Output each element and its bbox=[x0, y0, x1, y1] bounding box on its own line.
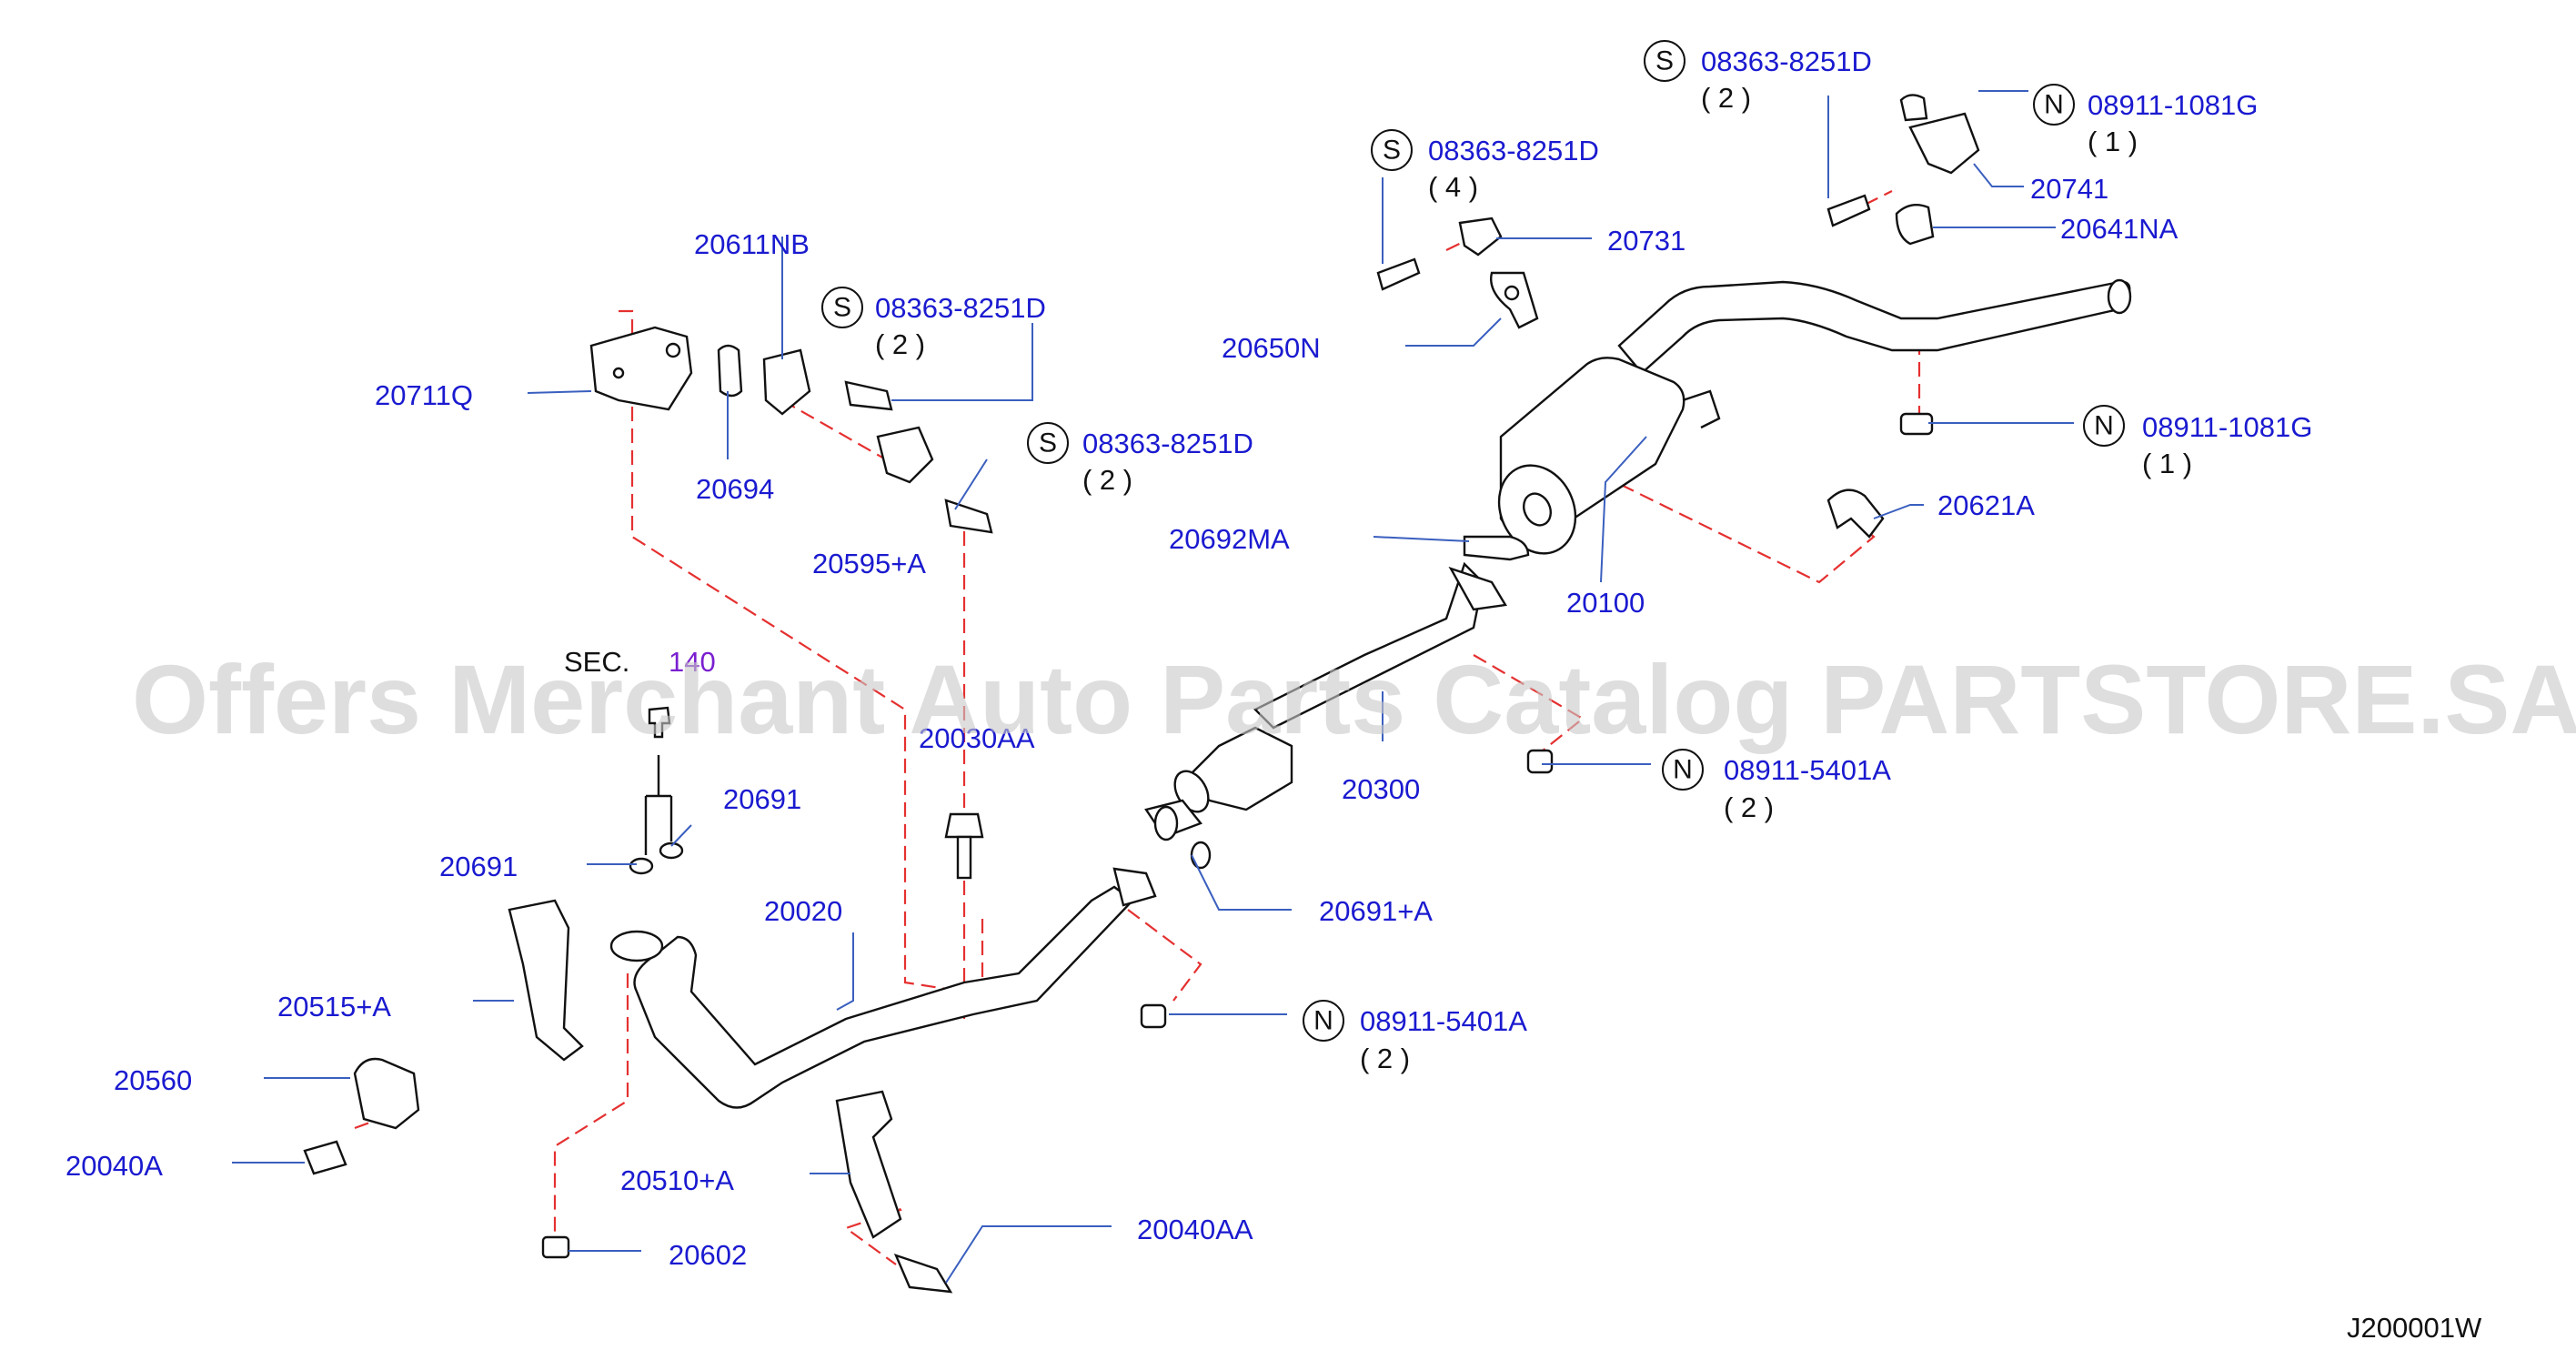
nut-20020-drawing bbox=[1140, 1003, 1167, 1029]
label-20621a: 20621A bbox=[1937, 489, 2035, 521]
front-pipe-drawing bbox=[633, 885, 1134, 1109]
callout-c6-qty: ( 1 ) bbox=[2142, 448, 2192, 479]
gasket-20694-drawing bbox=[717, 344, 743, 398]
callout-codes: 08363-8251D ( 2 ) 08911-1081G ( 1 ) 0836… bbox=[875, 45, 2312, 1074]
callout-c8-qty: ( 2 ) bbox=[1360, 1043, 1410, 1074]
sec-140-arrow bbox=[648, 706, 671, 739]
callout-c5-prefix: S bbox=[1039, 428, 1057, 458]
callout-c7-prefix: N bbox=[1673, 755, 1693, 785]
section-reference: SEC. 140 bbox=[564, 646, 716, 678]
gasket-20692ma-drawing bbox=[1463, 535, 1530, 561]
callout-c1-qty: ( 2 ) bbox=[1701, 82, 1751, 114]
callout-c1-prefix: S bbox=[1655, 46, 1674, 76]
bolt-20731-drawing bbox=[1376, 257, 1421, 291]
callout-c4-qty: ( 2 ) bbox=[875, 328, 925, 360]
callout-c2-code: 08911-1081G bbox=[2088, 89, 2258, 121]
hanger-20650n-drawing bbox=[1490, 271, 1539, 329]
label-20510a: 20510+A bbox=[620, 1164, 734, 1196]
bolt-20030aa-shank bbox=[956, 835, 972, 880]
label-20030aa: 20030AA bbox=[919, 722, 1035, 754]
bolt-20741-drawing bbox=[1826, 194, 1871, 227]
callout-c1-code: 08363-8251D bbox=[1701, 45, 1872, 77]
label-20611nb: 20611NB bbox=[694, 228, 810, 260]
section-ref-prefix: SEC. bbox=[564, 646, 629, 678]
bolt-20030aa-drawing bbox=[944, 812, 984, 839]
callout-prefixes: S N S S S N N N bbox=[821, 40, 2125, 1042]
watermark-text: Offers Merchant Auto Parts Catalog PARTS… bbox=[132, 644, 2576, 754]
nut-20300-drawing bbox=[1526, 749, 1554, 774]
bolt-20040a-drawing bbox=[303, 1140, 347, 1175]
bolt-20595a-drawing bbox=[944, 499, 993, 534]
callout-c4-prefix: S bbox=[833, 293, 851, 323]
callout-c2-prefix: N bbox=[2044, 90, 2064, 120]
bracket-20731-drawing bbox=[1458, 217, 1503, 257]
callout-c6-prefix: N bbox=[2094, 411, 2114, 441]
clamp-20621a-drawing bbox=[1826, 489, 1885, 539]
callout-c3-prefix: S bbox=[1383, 136, 1401, 166]
insulator-20641na-drawing bbox=[1895, 204, 1935, 246]
callout-c3-code: 08363-8251D bbox=[1428, 135, 1599, 166]
label-20100: 20100 bbox=[1566, 587, 1645, 619]
bracket-20595a-drawing bbox=[876, 426, 934, 484]
callout-c3-qty: ( 4 ) bbox=[1428, 171, 1478, 203]
label-20691-right: 20691 bbox=[723, 783, 801, 815]
label-20040a: 20040A bbox=[65, 1150, 163, 1182]
label-20560: 20560 bbox=[114, 1064, 192, 1096]
section-ref-number: 140 bbox=[669, 646, 716, 678]
callout-c2-qty: ( 1 ) bbox=[2088, 126, 2138, 157]
leader-lines bbox=[232, 90, 2074, 1284]
shield-20510a-drawing bbox=[835, 1090, 902, 1239]
gasket-20691-b-drawing bbox=[659, 841, 684, 860]
label-20741: 20741 bbox=[2030, 173, 2108, 205]
label-20731: 20731 bbox=[1607, 225, 1685, 257]
callout-c5-qty: ( 2 ) bbox=[1082, 464, 1132, 496]
label-20515a: 20515+A bbox=[277, 991, 391, 1023]
label-20641na: 20641NA bbox=[2060, 213, 2179, 245]
label-20691a: 20691+A bbox=[1319, 895, 1433, 927]
tail-pipe-end bbox=[2107, 278, 2132, 315]
gasket-20691-a-drawing bbox=[629, 857, 654, 875]
label-20694: 20694 bbox=[696, 473, 774, 505]
diagram-code: J200001W bbox=[2347, 1312, 2482, 1344]
label-20711q: 20711Q bbox=[375, 379, 473, 411]
callout-c8-code: 08911-5401A bbox=[1360, 1005, 1527, 1037]
callout-c8-prefix: N bbox=[1313, 1006, 1333, 1036]
flange-20692ma-drawing bbox=[1448, 566, 1507, 611]
label-20020: 20020 bbox=[764, 895, 842, 927]
bracket-20711q-drawing bbox=[589, 326, 693, 411]
label-20040aa: 20040AA bbox=[1137, 1214, 1253, 1245]
gasket-20691a-drawing bbox=[1190, 841, 1212, 870]
bracket-20611nb-drawing bbox=[762, 348, 811, 416]
parts-drawings bbox=[303, 94, 2132, 1294]
label-20602: 20602 bbox=[669, 1239, 747, 1271]
callout-c7-qty: ( 2 ) bbox=[1724, 791, 1774, 823]
shield-20515a-drawing bbox=[508, 899, 584, 1062]
callout-c4-code: 08363-8251D bbox=[875, 292, 1046, 324]
callout-c7-code: 08911-5401A bbox=[1724, 754, 1891, 786]
bolt-20040aa-drawing bbox=[893, 1254, 953, 1294]
nut-20100-drawing bbox=[1899, 412, 1934, 436]
tail-pipe-drawing bbox=[1617, 280, 2131, 375]
label-20300: 20300 bbox=[1342, 773, 1420, 805]
bracket-20741-drawing bbox=[1908, 112, 1980, 175]
label-20595a: 20595+A bbox=[812, 548, 926, 579]
part-labels: 20741 20641NA 20731 20650N 20611NB 20711… bbox=[65, 173, 2179, 1271]
muffler-inlet bbox=[1523, 492, 1552, 527]
label-20650n: 20650N bbox=[1222, 332, 1321, 364]
callout-c6-code: 08911-1081G bbox=[2142, 411, 2312, 443]
label-20692ma: 20692MA bbox=[1169, 523, 1290, 555]
clamp-20560-drawing bbox=[353, 1057, 420, 1130]
label-20691-left: 20691 bbox=[439, 851, 518, 882]
flange-20020-drawing bbox=[1112, 867, 1157, 907]
callout-c5-code: 08363-8251D bbox=[1082, 428, 1253, 459]
nut-20741-drawing bbox=[1899, 94, 1928, 122]
bolt-20611nb-drawing bbox=[844, 380, 893, 411]
nut-20602-drawing bbox=[541, 1235, 570, 1259]
